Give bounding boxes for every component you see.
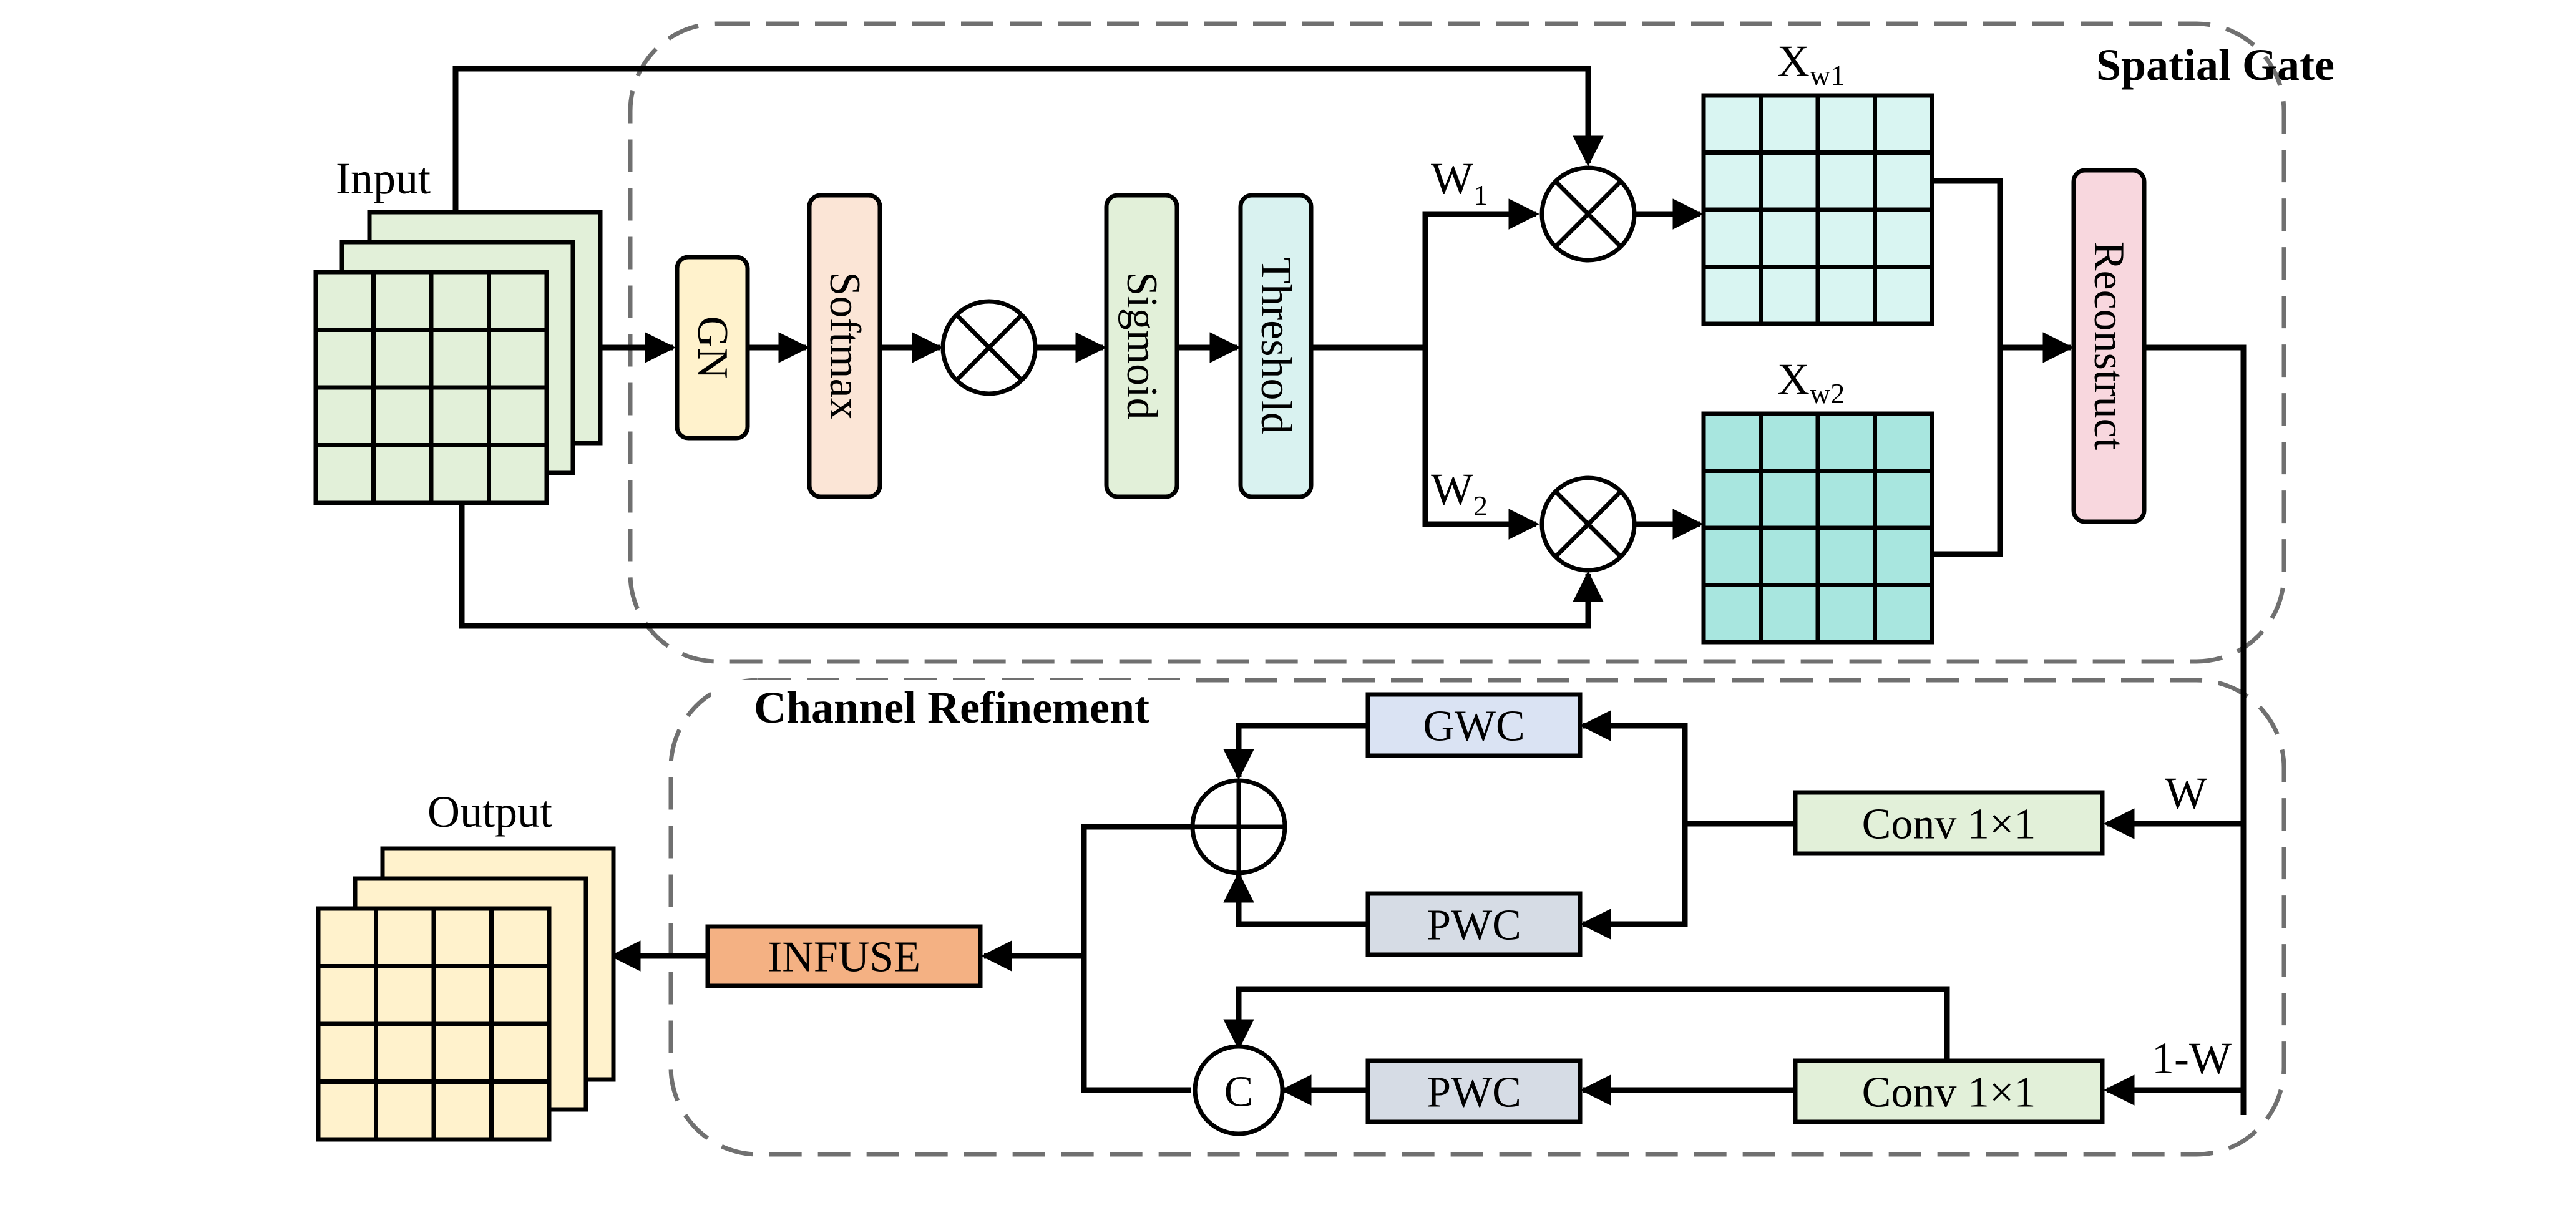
arrow-branch-w2 — [1422, 348, 1539, 540]
infuse-label: INFUSE — [768, 933, 920, 982]
softmax-label: Softmax — [821, 271, 869, 419]
arrow-to-conv-lower — [2104, 1074, 2247, 1115]
concat-operator: C — [1193, 1044, 1285, 1136]
threshold-block: Threshold — [1238, 193, 1314, 499]
line-xw1-merge — [1932, 178, 2003, 348]
w-branch-label: W — [2165, 768, 2207, 818]
line-add-out — [1081, 824, 1191, 1093]
arrow-gwc-to-add — [1223, 723, 1367, 780]
input-grid — [313, 270, 549, 505]
multiply-operator-w2 — [1539, 475, 1637, 573]
arrow-to-gwc — [1580, 710, 1688, 824]
conv-upper-block: Conv 1×1 — [1793, 790, 2105, 856]
reconstruct-label: Reconstruct — [2085, 241, 2133, 451]
gwc-block: GWC — [1365, 692, 1583, 758]
concat-label: C — [1224, 1068, 1254, 1116]
gn-block: GN — [675, 255, 750, 441]
pwc-lower-label: PWC — [1427, 1069, 1521, 1117]
pwc-upper-block: PWC — [1365, 891, 1583, 957]
line-xw2-merge — [1932, 348, 2003, 557]
multiply-operator — [940, 299, 1038, 396]
line-reconstruct-down — [2144, 344, 2247, 1115]
gwc-label: GWC — [1423, 703, 1525, 751]
arrow-input-skip-bottom — [459, 503, 1604, 629]
xw1-grid — [1701, 93, 1934, 326]
gn-label: GN — [688, 316, 736, 379]
pwc-lower-block: PWC — [1365, 1058, 1583, 1124]
arrow-input-skip-top — [452, 66, 1604, 212]
multiply-operator-w1 — [1539, 165, 1637, 263]
spatial-gate-frame — [628, 21, 2286, 664]
add-operator — [1190, 778, 1287, 875]
conv-lower-block: Conv 1×1 — [1793, 1058, 2105, 1124]
arrow-conv-skip-to-concat — [1223, 986, 1950, 1062]
channel-refinement-frame — [668, 678, 2286, 1157]
w2-label: W2 — [1431, 464, 1488, 522]
spatial-gate-title: Spatial Gate — [2096, 40, 2334, 90]
xw2-grid — [1701, 411, 1934, 645]
xw1-label: Xw1 — [1777, 36, 1845, 91]
conv-lower-label: Conv 1×1 — [1862, 1069, 2036, 1117]
sigmoid-block: Sigmoid — [1104, 193, 1179, 499]
arrow-pwc-to-add — [1223, 872, 1367, 927]
output-feature-stack — [316, 846, 616, 1142]
output-label: Output — [427, 787, 552, 837]
w1-label: W1 — [1431, 153, 1488, 211]
conv-upper-label: Conv 1×1 — [1862, 801, 2036, 849]
input-feature-stack — [313, 210, 603, 505]
sigmoid-label: Sigmoid — [1118, 271, 1166, 419]
channel-refinement-title: Channel Refinement — [754, 683, 1149, 733]
input-label: Input — [336, 153, 431, 203]
softmax-block: Softmax — [807, 193, 882, 499]
pwc-upper-label: PWC — [1427, 902, 1521, 950]
output-grid — [316, 906, 552, 1142]
reconstruct-block: Reconstruct — [2071, 168, 2147, 524]
threshold-label: Threshold — [1252, 257, 1300, 434]
arrow-to-pwc-upper — [1580, 824, 1688, 940]
one-minus-w-branch-label: 1-W — [2152, 1033, 2232, 1083]
arrow-branch-w1 — [1422, 198, 1539, 348]
xw2-label: Xw2 — [1777, 354, 1845, 409]
infuse-block: INFUSE — [705, 924, 983, 988]
